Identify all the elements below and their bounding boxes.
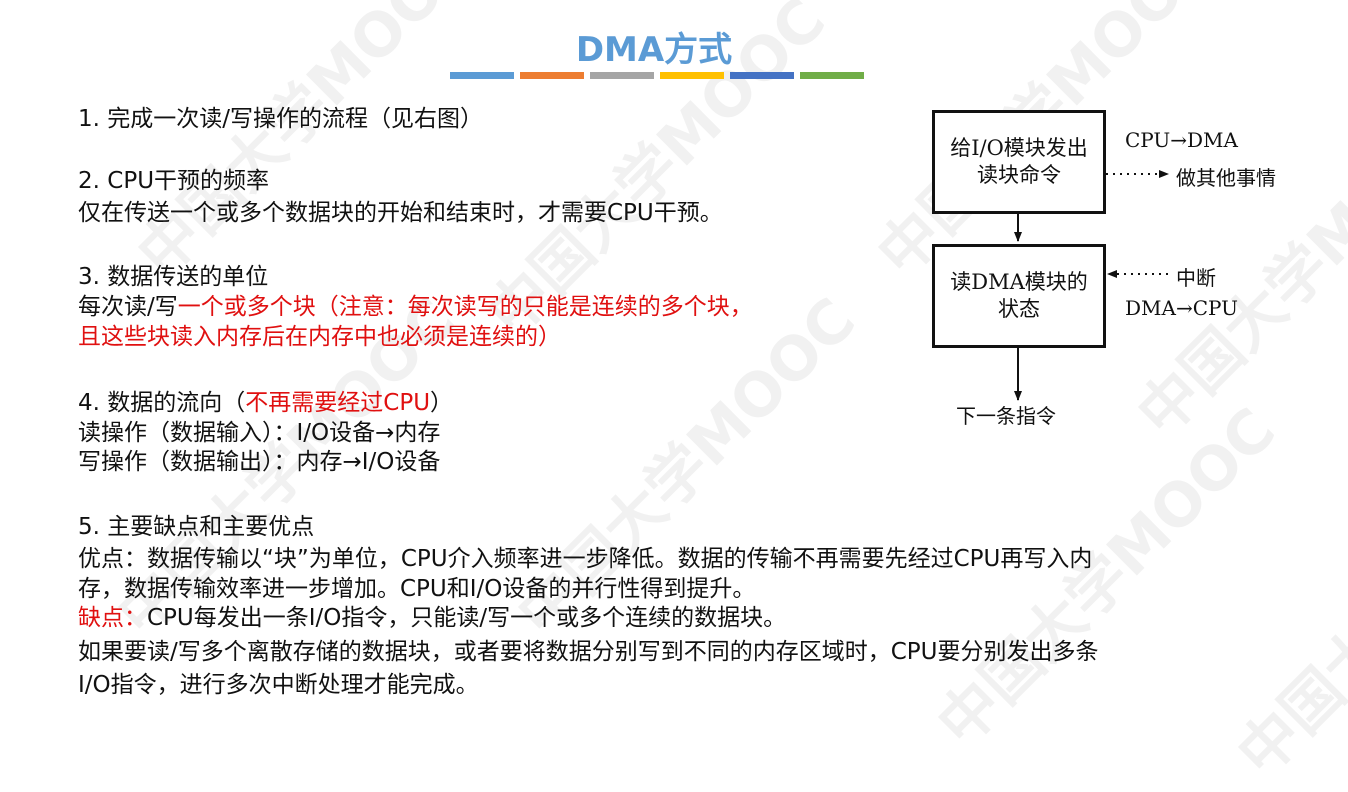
side2-line2: DMA→CPU [1125, 296, 1238, 320]
section-4-heading: 4. 数据的流向（不再需要经过CPU） [78, 388, 453, 418]
flow-box-issue-command: 给I/O模块发出 读块命令 [932, 110, 1106, 214]
section-5-pro-line2: 存，数据传输效率进一步增加。CPU和I/O设备的并行性得到提升。 [78, 576, 756, 602]
con-label: 缺点： [78, 605, 147, 631]
heading-number: 4. [78, 390, 100, 416]
section-5-heading: 5. 主要缺点和主要优点 [78, 512, 314, 542]
heading-highlight: 不再需要经过CPU [245, 390, 431, 416]
watermark: 中国大学MOOC [1224, 425, 1348, 790]
section-4-read: 读操作（数据输入）：I/O设备→内存 [78, 420, 441, 446]
heading-text: 主要缺点和主要优点 [107, 514, 315, 540]
diagram-arrows [1014, 170, 1169, 401]
color-bar [660, 72, 724, 79]
side1-line2: 做其他事情 [1176, 166, 1276, 190]
section-5-con-line1: 缺点：CPU每发出一条I/O指令，只能读/写一个或多个连续的数据块。 [78, 603, 786, 633]
section-2-heading: 2. CPU干预的频率 [78, 166, 269, 196]
heading-number: 1. [78, 106, 100, 132]
section-4-write: 写操作（数据输出）：内存→I/O设备 [78, 449, 441, 475]
box1-line2: 读块命令 [977, 163, 1061, 187]
box1-line1: 给I/O模块发出 [950, 136, 1088, 160]
side1-line1: CPU→DMA [1125, 128, 1238, 152]
heading-text: 数据的流向（ [107, 390, 246, 416]
heading-text: 完成一次读/写操作的流程（见右图） [107, 106, 484, 132]
heading-number: 2. [78, 168, 100, 194]
section-5-con-line2: 如果要读/写多个离散存储的数据块，或者要将数据分别写到不同的内存区域时，CPU要… [78, 639, 1099, 665]
box2-line1: 读DMA模块的 [950, 270, 1088, 294]
flow-box-read-status: 读DMA模块的 状态 [932, 244, 1106, 348]
color-bar [450, 72, 514, 79]
con-text: CPU每发出一条I/O指令，只能读/写一个或多个连续的数据块。 [147, 605, 787, 631]
section-5-con-line3: I/O指令，进行多次中断处理才能完成。 [78, 672, 479, 698]
section-5-pro-line1: 优点：数据传输以“块”为单位，CPU介入频率进一步降低。数据的传输不再需要先经过… [78, 546, 1093, 572]
title-color-bars [450, 72, 864, 79]
color-bar [800, 72, 864, 79]
text-normal: 每次读/写 [78, 294, 178, 320]
heading-number: 5. [78, 514, 100, 540]
side2-line1: 中断 [1176, 266, 1216, 290]
next-instruction-label: 下一条指令 [956, 404, 1056, 428]
section-3-text-line1: 每次读/写一个或多个块（注意：每次读写的只能是连续的多个块， [78, 292, 753, 322]
text-highlight: 一个或多个块（注意：每次读写的只能是连续的多个块， [177, 294, 753, 320]
section-3-heading: 3. 数据传送的单位 [78, 262, 268, 292]
color-bar [590, 72, 654, 79]
page-title: DMA方式 [575, 30, 733, 70]
heading-text: CPU干预的频率 [107, 168, 270, 194]
box2-line2: 状态 [998, 297, 1040, 321]
section-2-text: 仅在传送一个或多个数据块的开始和结束时，才需要CPU干预。 [78, 200, 723, 226]
heading-text: 数据传送的单位 [107, 264, 269, 290]
heading-text-end: ） [430, 390, 454, 416]
dma-flow-diagram: 给I/O模块发出 读块命令 CPU→DMA 做其他事情 读DMA模块的 状态 中… [900, 100, 1320, 440]
section-1-heading: 1. 完成一次读/写操作的流程（见右图） [78, 104, 483, 134]
heading-number: 3. [78, 264, 100, 290]
color-bar [730, 72, 794, 79]
color-bar [520, 72, 584, 79]
section-3-text-line2: 且这些块读入内存后在内存中也必须是连续的） [78, 324, 561, 350]
